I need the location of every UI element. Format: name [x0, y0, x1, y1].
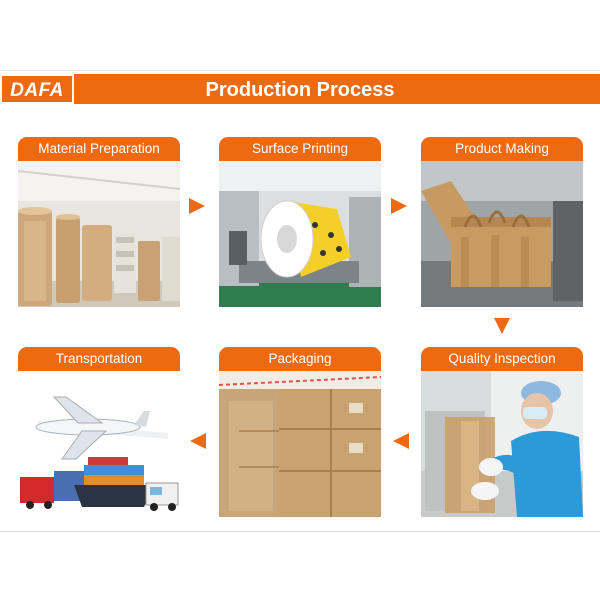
page-title: Production Process: [205, 79, 395, 101]
logo-text: DAFA: [10, 80, 64, 101]
bottom-divider: [0, 531, 600, 532]
step-label: Quality Inspection: [421, 347, 583, 371]
arrow-down-icon: [494, 318, 510, 334]
material-preparation-photo: [18, 161, 180, 307]
header-banner: [0, 74, 600, 104]
step-label: Transportation: [18, 347, 180, 371]
step-packaging: Packaging: [219, 347, 381, 517]
arrow-right-icon: [391, 198, 407, 214]
quality-inspection-photo: [421, 371, 583, 517]
product-making-photo: [421, 161, 583, 307]
arrow-left-icon: [190, 433, 206, 449]
step-label: Surface Printing: [219, 137, 381, 161]
arrow-right-icon: [189, 198, 205, 214]
arrow-left-icon: [393, 433, 409, 449]
packaging-photo: [219, 371, 381, 517]
dafa-logo: DAFA: [0, 74, 74, 104]
transportation-photo: [18, 371, 180, 517]
step-quality-inspection: Quality Inspection: [421, 347, 583, 517]
step-label: Packaging: [219, 347, 381, 371]
top-divider: [0, 70, 600, 71]
step-surface-printing: Surface Printing: [219, 137, 381, 307]
step-material-preparation: Material Preparation: [18, 137, 180, 307]
step-label: Product Making: [421, 137, 583, 161]
step-label: Material Preparation: [18, 137, 180, 161]
surface-printing-photo: [219, 161, 381, 307]
step-transportation: Transportation: [18, 347, 180, 517]
step-product-making: Product Making: [421, 137, 583, 307]
